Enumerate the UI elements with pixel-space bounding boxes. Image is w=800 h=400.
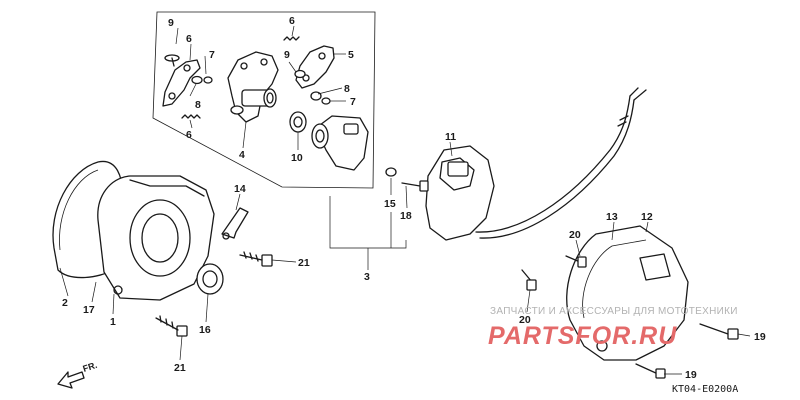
part-bolt-20b <box>521 269 537 291</box>
callout-4: 4 <box>239 149 245 161</box>
part-bracket-right <box>294 45 335 105</box>
part-seal-10 <box>289 111 307 133</box>
callout-21a: 21 <box>298 257 310 269</box>
callout-13: 13 <box>606 211 618 223</box>
callout-19a: 19 <box>754 331 766 343</box>
callout-10: 10 <box>291 152 303 164</box>
callout-11: 11 <box>445 131 456 143</box>
callout-19b: 19 <box>685 369 697 381</box>
part-bolt-18 <box>401 180 429 192</box>
callout-5: 5 <box>348 49 354 61</box>
callout-2: 2 <box>62 297 68 309</box>
part-bracket-left <box>162 59 213 107</box>
part-bolt-21b <box>155 315 188 337</box>
callout-8a: 8 <box>195 99 201 111</box>
callout-12: 12 <box>641 211 653 223</box>
part-washer-15 <box>385 167 397 177</box>
part-pin-9a <box>164 54 180 67</box>
part-bolt-19b <box>635 363 666 379</box>
callout-20a: 20 <box>569 229 581 241</box>
subassembly-frame <box>152 11 376 189</box>
part-pulser-block <box>311 115 369 171</box>
callout-1: 1 <box>110 316 116 328</box>
part-housing-1 <box>97 175 215 301</box>
callout-7a: 7 <box>209 49 215 61</box>
front-direction-indicator: FR. <box>57 360 99 389</box>
front-arrow-icon <box>57 371 85 389</box>
callout-8b: 8 <box>344 83 350 95</box>
part-bolt-19a <box>699 323 739 340</box>
part-cover-12 <box>566 225 689 361</box>
watermark-caption: ЗАПЧАСТИ И АКСЕССУАРЫ ДЛЯ МОТОТЕХНИКИ <box>490 306 738 317</box>
callout-labels: 9 6 7 8 6 4 6 9 5 8 7 10 11 15 18 3 14 2… <box>62 15 766 381</box>
callout-9a: 9 <box>168 17 174 29</box>
callout-14: 14 <box>234 183 246 195</box>
callout-17: 17 <box>83 304 95 316</box>
callout-3: 3 <box>364 271 370 283</box>
watermark-brand: PARTSFOR.RU <box>488 322 677 350</box>
diagram-code: KT04-E0200A <box>672 384 738 395</box>
part-wire-harness <box>475 87 647 239</box>
callout-7b: 7 <box>350 96 356 108</box>
callout-20b: 20 <box>519 314 531 326</box>
part-bolt-21a <box>239 251 273 267</box>
part-bolt-20a <box>565 255 587 268</box>
watermark: ЗАПЧАСТИ И АКСЕССУАРЫ ДЛЯ МОТОТЕХНИКИ PA… <box>488 306 738 350</box>
callout-15: 15 <box>384 198 396 210</box>
callout-6b: 6 <box>186 129 192 141</box>
part-seal-16 <box>196 263 224 295</box>
front-direction-label: FR. <box>82 360 99 374</box>
callout-18: 18 <box>400 210 412 222</box>
part-governor-plate <box>227 51 279 123</box>
callout-6c: 6 <box>289 15 295 27</box>
callout-16: 16 <box>199 324 211 336</box>
callout-9b: 9 <box>284 49 290 61</box>
callout-6a: 6 <box>186 33 192 45</box>
part-bracket-14 <box>221 207 249 240</box>
part-coil-plate <box>425 145 495 241</box>
part-spring-6b <box>283 36 300 41</box>
callout-21b: 21 <box>174 362 186 374</box>
leader-lines <box>59 25 751 375</box>
part-spring-6a <box>181 114 201 119</box>
